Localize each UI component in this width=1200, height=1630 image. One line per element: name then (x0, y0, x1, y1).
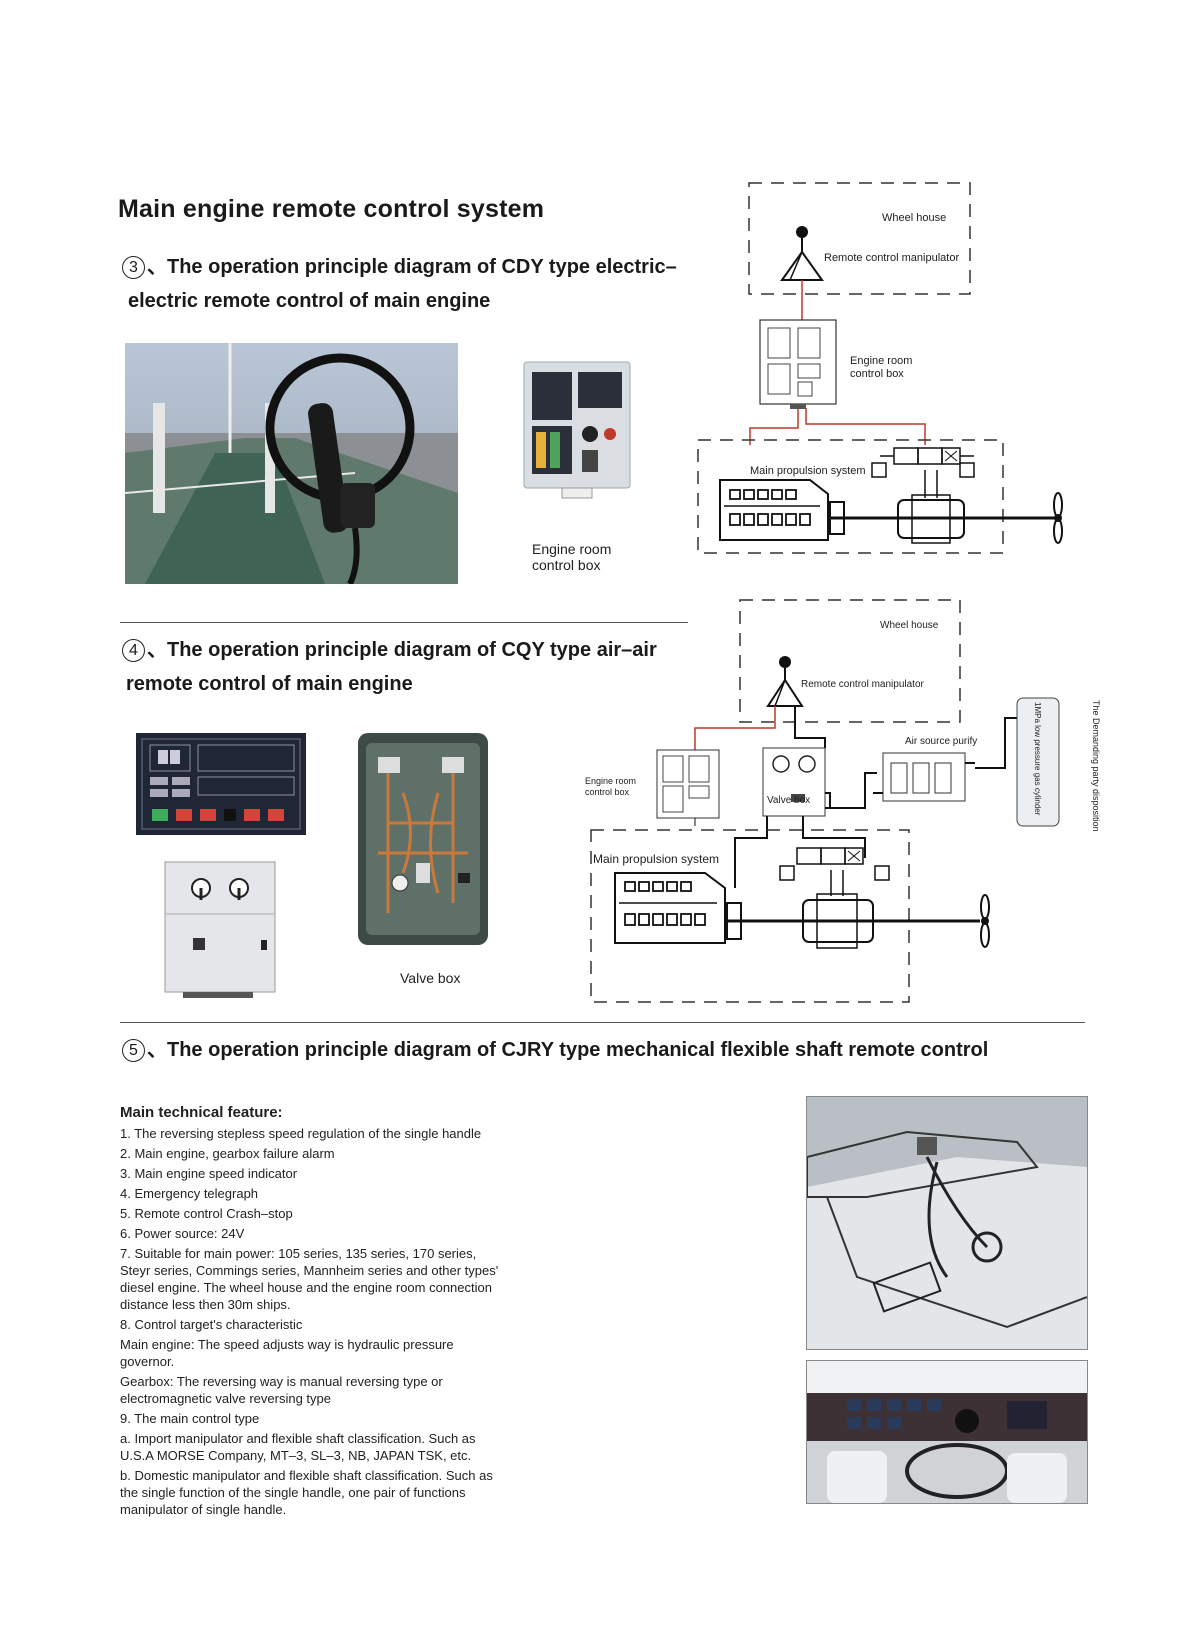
cqy-valve-box-label: Valve box (767, 795, 811, 806)
cdy-wheel-house-label: Wheel house (882, 212, 947, 224)
feature-item: Main engine: The speed adjusts way is hy… (120, 1337, 454, 1369)
section-3-number: 3 (122, 256, 145, 279)
feature-item: 7. Suitable for main power: 105 series, … (120, 1246, 499, 1312)
feature-item: Gearbox: The reversing way is manual rev… (120, 1374, 443, 1406)
technical-features: Main technical feature: 1. The reversing… (120, 1104, 510, 1521)
feature-item: 5. Remote control Crash–stop (120, 1206, 293, 1221)
control-panel-photo (136, 733, 306, 835)
cqy-wheel-house-label: Wheel house (880, 620, 939, 631)
cdy-propulsion-label: Main propulsion system (750, 465, 866, 477)
cqy-propulsion-label: Main propulsion system (593, 852, 720, 866)
section-4-number: 4 (122, 639, 145, 662)
engine-room-control-box-caption: Engine room control box (532, 541, 612, 573)
ship-deck-photo (125, 343, 458, 584)
feature-item: 9. The main control type (120, 1411, 260, 1426)
section-5-title: 5、The operation principle diagram of CJR… (122, 1033, 988, 1067)
cqy-control-box-label: Engine room control box (585, 776, 637, 797)
section-3-title-line2: electric remote control of main engine (128, 290, 491, 312)
valve-box-caption: Valve box (400, 970, 461, 986)
engine-room-control-box-photo (522, 360, 632, 502)
feature-item: a. Import manipulator and flexible shaft… (120, 1431, 476, 1463)
feature-item: 8. Control target's characteristic (120, 1317, 303, 1332)
valve-box-photo (358, 733, 488, 945)
feature-item: b. Domestic manipulator and flexible sha… (120, 1468, 493, 1517)
section-4-title: 4、The operation principle diagram of CQY… (122, 633, 657, 701)
section-5-number: 5 (122, 1039, 145, 1062)
cdy-control-box-label: Engine room control box (850, 355, 913, 380)
feature-item: 6. Power source: 24V (120, 1226, 245, 1241)
section-4-title-line1: 、The operation principle diagram of CQY … (147, 639, 657, 661)
section-5-title-text: 、The operation principle diagram of CJRY… (147, 1039, 989, 1061)
page-title: Main engine remote control system (118, 195, 545, 223)
feature-item: 1. The reversing stepless speed regulati… (120, 1126, 482, 1141)
cdy-operation-diagram: Wheel house Remote control manipulator E… (690, 180, 1090, 570)
cqy-air-source-label: Air source purify (905, 736, 978, 747)
cqy-cylinder-label: 1MPa low pressure gas cylinder (1033, 702, 1042, 816)
features-title: Main technical feature: (120, 1104, 283, 1121)
flexible-shaft-sketch (806, 1096, 1088, 1350)
section-divider-2 (120, 1022, 1085, 1023)
cqy-operation-diagram: Wheel house Remote control manipulator E… (585, 598, 1115, 1008)
section-4-title-line2: remote control of main engine (126, 673, 413, 695)
feature-item: 4. Emergency telegraph (120, 1186, 259, 1201)
cqy-manipulator-label: Remote control manipulator (801, 679, 924, 690)
boat-console-photo (806, 1360, 1088, 1504)
control-box-photo (163, 860, 277, 1000)
feature-item: 3. Main engine speed indicator (120, 1166, 298, 1181)
feature-item: 2. Main engine, gearbox failure alarm (120, 1146, 335, 1161)
section-3-title: 3、The operation principle diagram of CDY… (122, 250, 677, 318)
section-3-title-line1: 、The operation principle diagram of CDY … (147, 256, 677, 278)
cqy-demanding-label: The Demanding party disposition (1091, 700, 1101, 832)
cdy-manipulator-label: Remote control manipulator (824, 252, 960, 264)
section-divider (120, 622, 688, 623)
